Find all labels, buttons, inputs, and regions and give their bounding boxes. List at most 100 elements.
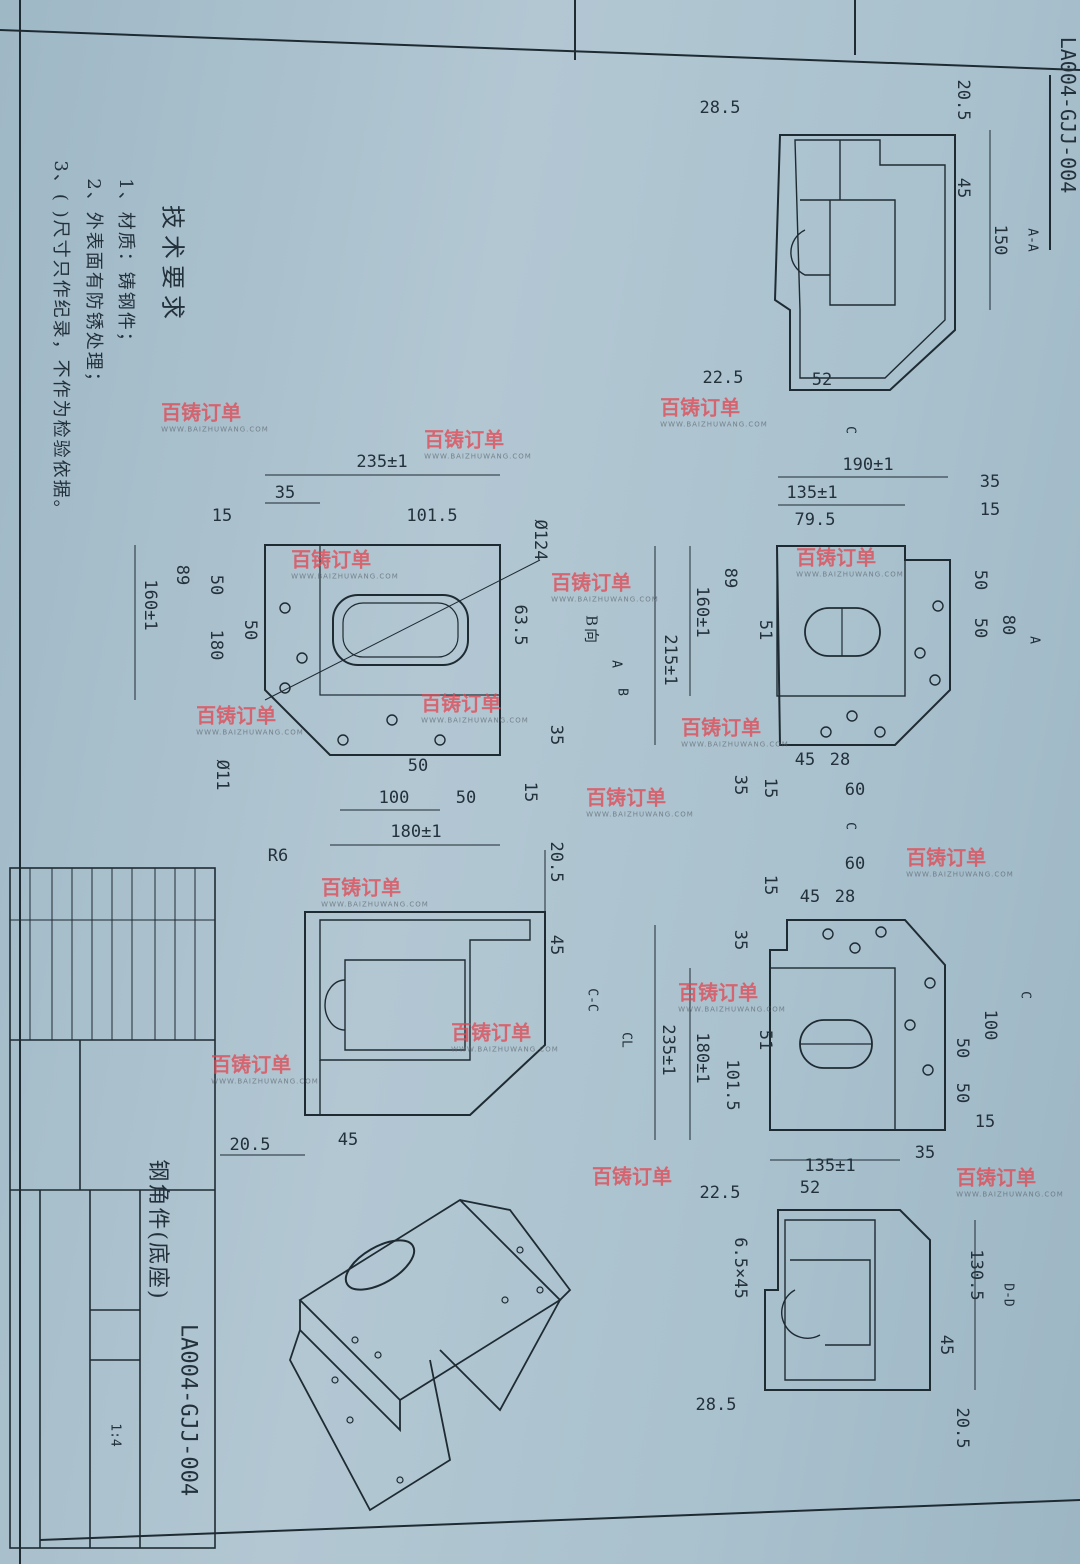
view-label: A-A (1024, 228, 1040, 252)
drawing-number-top: LA004-GJJ-004 (1056, 36, 1080, 194)
dim: 28.5 (695, 1395, 737, 1415)
view-label: B向 (582, 614, 601, 646)
dim: R6 (267, 846, 289, 866)
dim: 60 (844, 780, 866, 800)
dim: 180±1 (692, 1032, 712, 1084)
dim: 180 (206, 629, 226, 661)
section-mark: B (614, 688, 630, 696)
dim: 79.5 (794, 510, 836, 530)
dim: 20.5 (546, 841, 566, 883)
dim: 20.5 (953, 79, 973, 121)
dim: 80 (998, 614, 1018, 636)
dim: Ø124 (530, 519, 550, 561)
drawing-number: LA004-GJJ-004 (175, 1323, 201, 1497)
dim: 52 (811, 370, 833, 390)
tech-requirement-item: 2、外表面有防锈处理； (83, 178, 104, 392)
tech-requirement-item: 1、材质：铸钢件； (115, 178, 136, 352)
dim: 100 (378, 788, 410, 808)
view-bottom-right-outline (769, 919, 946, 1131)
dim: 22.5 (702, 368, 744, 388)
dim: 135±1 (804, 1156, 856, 1176)
dim: 190±1 (842, 455, 894, 475)
dim: 51 (755, 619, 775, 641)
dim: 60 (844, 854, 866, 874)
dim: 50 (240, 619, 260, 641)
dim: 35 (546, 724, 566, 746)
dim: 35 (914, 1143, 936, 1163)
dim: 130.5 (966, 1249, 986, 1301)
dim: 135±1 (786, 483, 838, 503)
dim: Ø11 (212, 759, 232, 791)
dim: 35 (979, 472, 1001, 492)
dim: 15 (979, 500, 1001, 520)
section-mark: C (1017, 991, 1033, 999)
watermark: 百铸订单 (592, 1164, 672, 1189)
dim: 50 (455, 788, 477, 808)
dim: 215±1 (660, 634, 680, 686)
dim: 235±1 (658, 1024, 678, 1076)
part-name: 钢角件(底座) (145, 1159, 170, 1301)
dimension-lines (134, 130, 991, 1390)
dim: 28 (829, 750, 851, 770)
section-mark: C (842, 426, 858, 434)
dim: 180±1 (390, 822, 442, 842)
dim: 15 (211, 506, 233, 526)
dim: 35 (730, 929, 750, 951)
dim: 50 (952, 1037, 972, 1059)
dim: 45 (936, 1334, 956, 1356)
section-mark: A (608, 660, 624, 668)
view-cc-outline (304, 911, 546, 1116)
view-b-outline (264, 544, 541, 756)
view-label: D-D (1000, 1283, 1016, 1307)
dim: 150 (990, 224, 1010, 256)
dim: 160±1 (692, 586, 712, 638)
view-dd-outline (764, 1209, 931, 1391)
dim: 35 (730, 774, 750, 796)
view-label: C-C (584, 988, 600, 1012)
dim: 52 (799, 1178, 821, 1198)
tech-requirement-item: 3、( )尺寸只作纪录，不作为检验依据。 (50, 160, 71, 520)
dim: 28 (834, 887, 856, 907)
section-mark: C (842, 822, 858, 830)
view-top-right-outline (775, 545, 951, 746)
dim: 15 (520, 781, 540, 803)
dim: 28.5 (699, 98, 741, 118)
dim: 101.5 (406, 506, 458, 526)
dim: 101.5 (722, 1059, 742, 1111)
tech-requirements-title: 技术要求 (158, 205, 187, 325)
section-mark: CL (618, 1032, 634, 1048)
dim: 100 (980, 1009, 1000, 1041)
dim: 89 (172, 564, 192, 586)
dim: 45 (794, 750, 816, 770)
view-aa-outline (773, 134, 956, 391)
dim: 63.5 (510, 604, 530, 646)
dim: 45 (799, 887, 821, 907)
scale: 1:4 (107, 1423, 123, 1447)
dim: 20.5 (229, 1135, 271, 1155)
dim: 50 (970, 617, 990, 639)
dim: 45 (337, 1130, 359, 1150)
dim: 50 (970, 569, 990, 591)
dim: 22.5 (699, 1183, 741, 1203)
dim: 15 (760, 874, 780, 896)
dim: 45 (546, 934, 566, 956)
dim: 6.5×45 (730, 1237, 750, 1299)
dim: 15 (974, 1112, 996, 1132)
dim: 15 (760, 777, 780, 799)
dim: 45 (953, 177, 973, 199)
